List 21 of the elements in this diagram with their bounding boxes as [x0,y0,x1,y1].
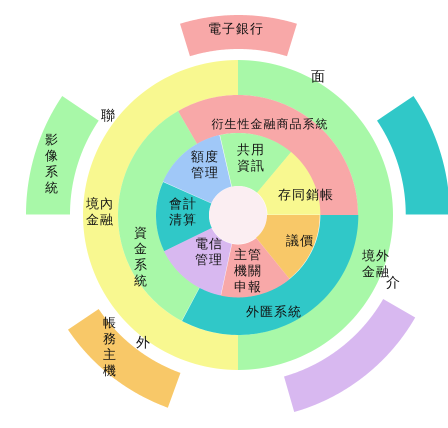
segment-label: 影像系統 [44,132,60,197]
segment-label: 外匯系統 [244,305,303,321]
segment-label: 境內金融 [85,197,115,229]
segment-label: 電信管理 [194,236,224,269]
interface-character: 面 [311,69,325,85]
arc-band [377,96,448,215]
arc-band [68,308,181,408]
segment-label: 主管機關申報 [232,248,263,296]
segment-label: 額度管理 [190,150,220,182]
interface-character: 外 [136,335,150,351]
segment-label: 電子銀行 [206,22,265,38]
ring-segment [182,215,358,335]
segment-label: 存同銷帳 [276,188,335,204]
segment-label: 會計清算 [168,196,198,229]
segment-label: 共用資訊 [236,142,266,175]
arc-band [180,15,296,56]
segment-label: 議價 [284,234,315,250]
interface-character: 聯 [101,108,115,124]
segment-label: 衍生性金融商品系統 [210,116,330,132]
segment-label: 資金系統 [132,226,149,290]
arc-band [26,96,99,215]
